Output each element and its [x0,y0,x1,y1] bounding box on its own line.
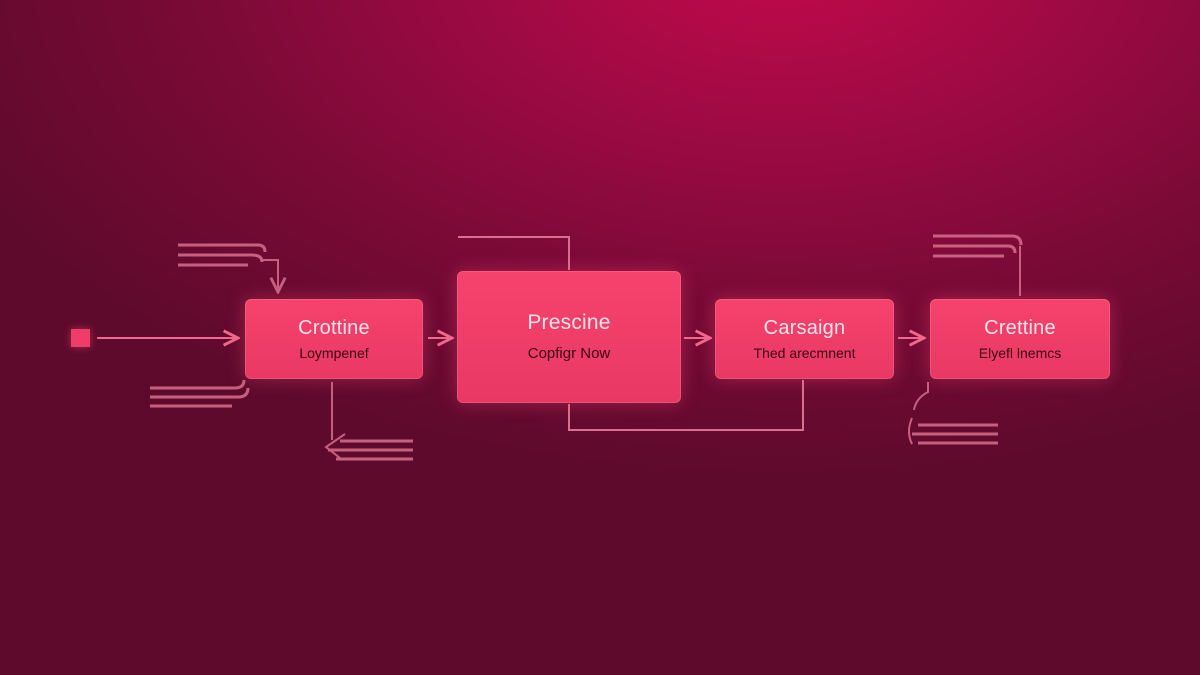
decor-lines-node4-top [933,234,1023,296]
decor-lines-node1-below [324,382,413,461]
node-subtitle: Loympenef [299,345,369,361]
node-title: Carsaign [763,317,846,339]
node-subtitle: Thed arecmnent [753,345,856,361]
loop-connector-top [458,236,570,270]
decor-lines-node1-top [178,243,278,292]
node-crettine[interactable]: Crettine Elyefl lnemcs [930,299,1110,379]
decor-lines-node1-bottom [150,379,250,408]
node-subtitle: Copfigr Now [527,345,611,362]
decor-lines-node4-bottom [908,382,998,445]
start-node-marker [71,329,90,347]
node-subtitle: Elyefl lnemcs [978,345,1062,361]
node-carsaign[interactable]: Carsaign Thed arecmnent [715,299,894,379]
node-title: Prescine [527,311,611,334]
node-crottine[interactable]: Crottine Loympenef [245,299,423,379]
node-prescine[interactable]: Prescine Copfigr Now [457,271,681,403]
node-title: Crettine [984,317,1056,339]
node-title: Crottine [298,317,370,339]
loop-connector-bottom [568,380,804,431]
